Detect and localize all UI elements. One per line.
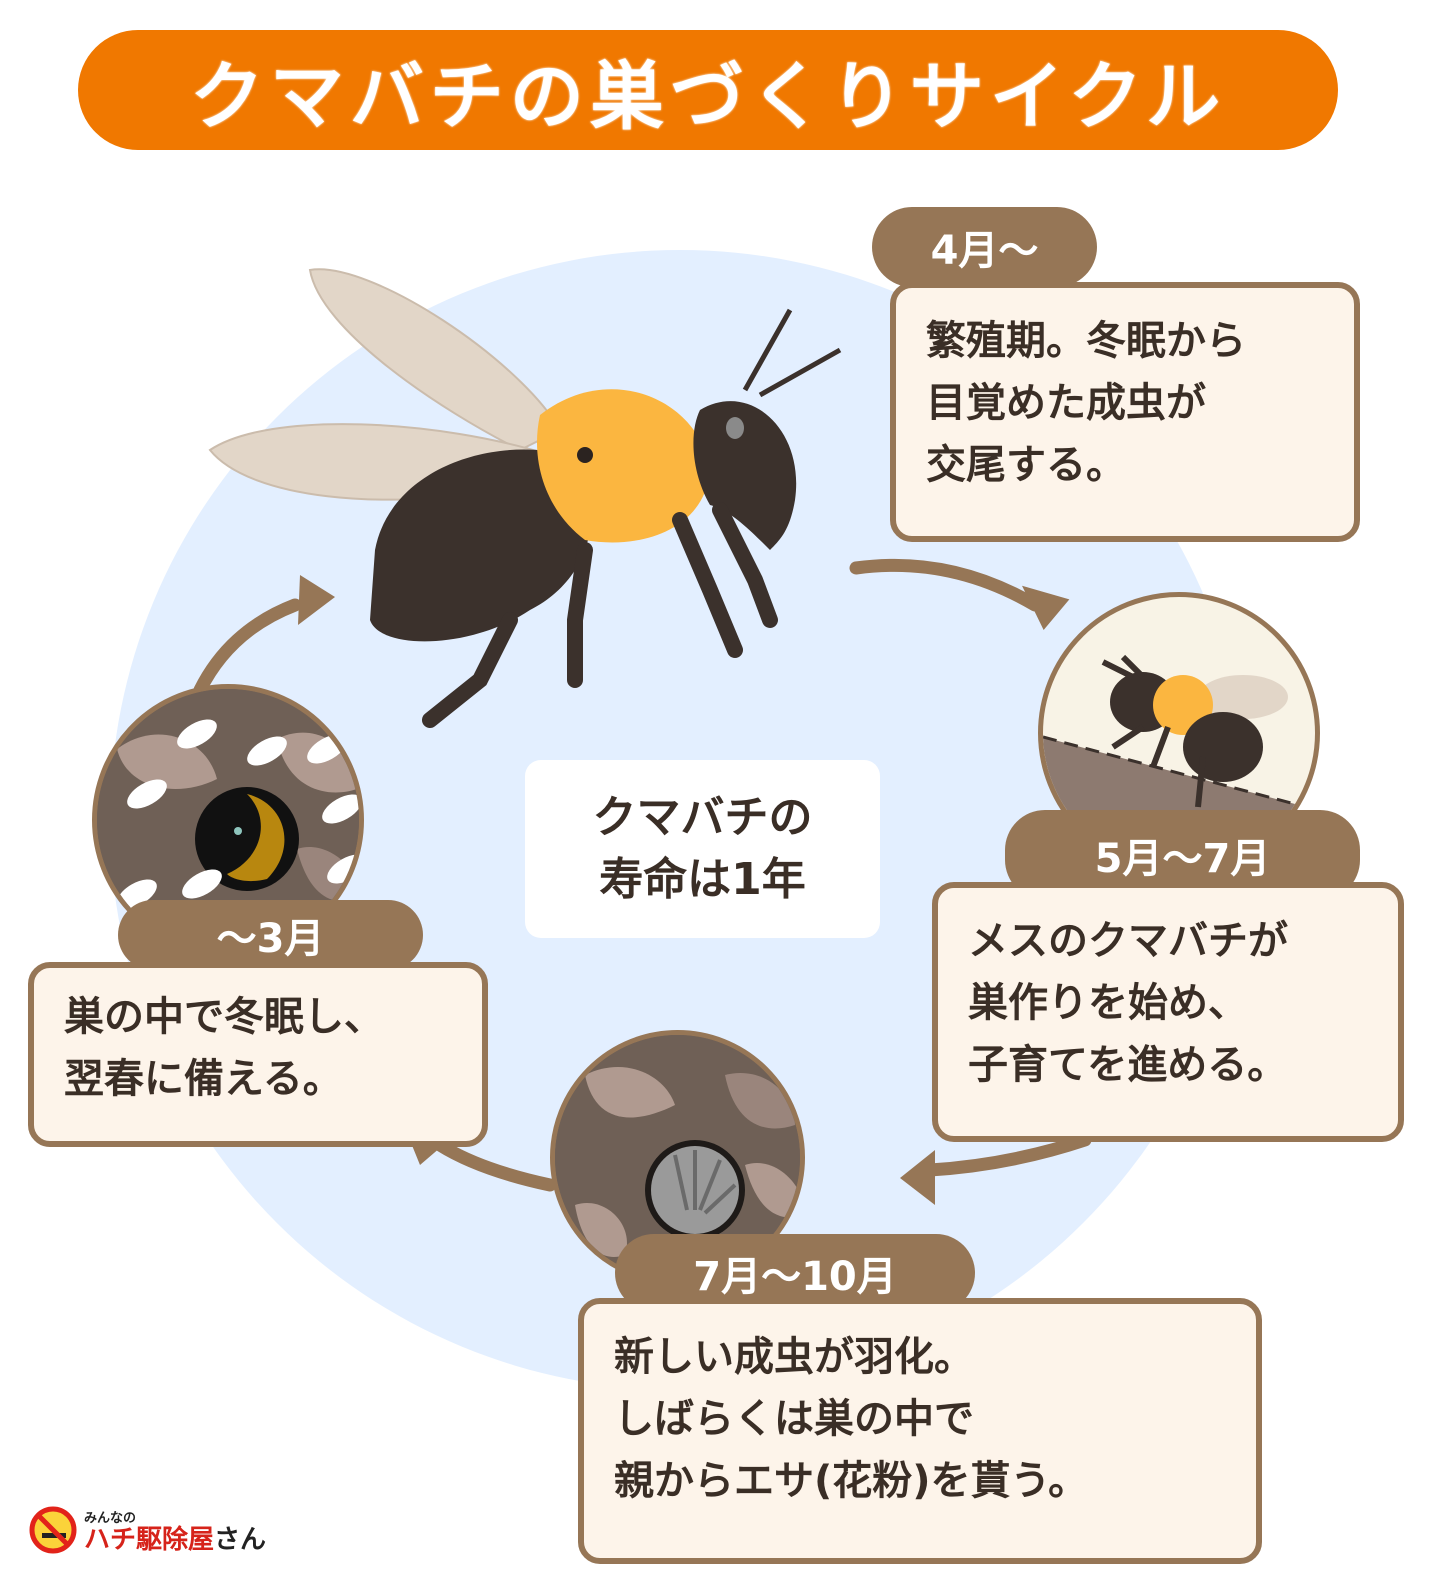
stage-card-may-july: メスのクマバチが 巣作りを始め、 子育てを進める。 bbox=[932, 882, 1404, 1142]
arrow-to-july bbox=[923, 1133, 1092, 1177]
stage-text-line: 交尾する。 bbox=[926, 442, 1126, 488]
stage-text-line: 子育てを進める。 bbox=[968, 1042, 1288, 1088]
adult-carpenter-bee-illustration bbox=[208, 268, 842, 728]
logo-suffix-text: さん bbox=[214, 1524, 267, 1555]
no-bee-icon bbox=[29, 1506, 77, 1554]
stage-text-line: 親からエサ(花粉)を貰う。 bbox=[614, 1458, 1089, 1504]
stage-card-july-october: 新しい成虫が羽化。 しばらくは巣の中で 親からエサ(花粉)を貰う。 bbox=[578, 1298, 1262, 1564]
stage-text-line: メスのクマバチが bbox=[968, 918, 1288, 964]
logo-small-text: みんなの bbox=[84, 1510, 137, 1526]
lifespan-note: クマバチの 寿命は1年 bbox=[525, 760, 880, 938]
stage-text-line: 繁殖期。冬眠から bbox=[926, 318, 1246, 364]
stage-text-line: 目覚めた成虫が bbox=[926, 380, 1206, 426]
arrow-to-april bbox=[193, 598, 302, 697]
page-title: クマバチの巣づくりサイクル bbox=[189, 53, 1227, 140]
stage-text-line: しばらくは巣の中で bbox=[614, 1396, 974, 1442]
logo-main-text: ハチ駆除屋 bbox=[84, 1524, 215, 1555]
stage-text-line: 新しい成虫が羽化。 bbox=[614, 1334, 974, 1380]
period-label: 4月〜 bbox=[930, 228, 1039, 274]
stage-card-march: 巣の中で冬眠し、 翌春に備える。 bbox=[28, 962, 488, 1147]
lifespan-note-line: クマバチの bbox=[592, 792, 813, 843]
period-label: 5月〜7月 bbox=[1094, 836, 1271, 882]
stage-card-april: 繁殖期。冬眠から 目覚めた成虫が 交尾する。 bbox=[890, 282, 1360, 542]
period-label: 7月〜10月 bbox=[693, 1254, 897, 1300]
stage-text-line: 巣の中で冬眠し、 bbox=[64, 994, 384, 1040]
period-tag-march: 〜3月 bbox=[118, 900, 423, 970]
title-banner: クマバチの巣づくりサイクル bbox=[78, 30, 1338, 150]
stage-text-line: 翌春に備える。 bbox=[64, 1056, 343, 1102]
period-tag-april: 4月〜 bbox=[872, 207, 1097, 287]
stage-text-line: 巣作りを始め、 bbox=[968, 980, 1248, 1026]
brand-logo: みんなの ハチ駆除屋さん bbox=[28, 1505, 266, 1555]
arrow-to-may bbox=[849, 558, 1042, 612]
lifespan-note-line: 寿命は1年 bbox=[599, 854, 806, 905]
arrow-to-march bbox=[433, 1138, 557, 1192]
period-label: 〜3月 bbox=[216, 916, 325, 962]
